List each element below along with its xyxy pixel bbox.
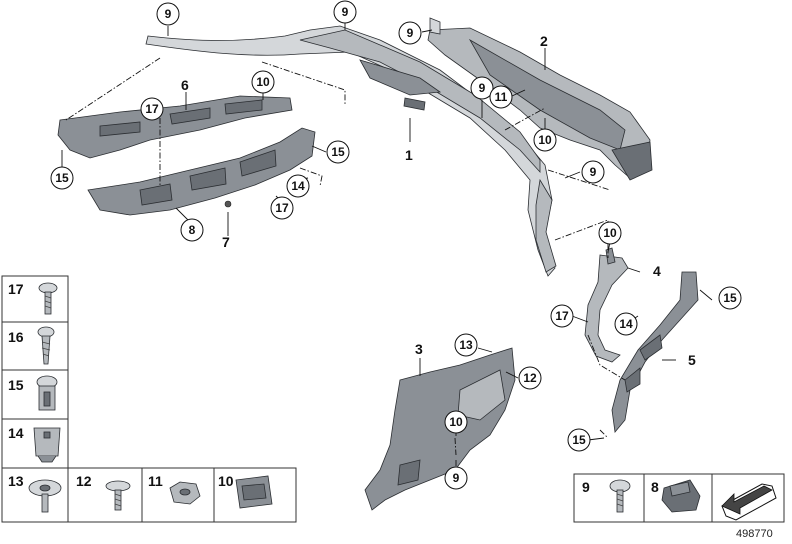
callout-9: 9 <box>333 0 357 24</box>
svg-text:14: 14 <box>291 179 305 193</box>
svg-text:17: 17 <box>145 102 159 116</box>
part-7-bracket <box>87 127 316 216</box>
clip-10-image <box>235 475 273 509</box>
callout-10: 10 <box>251 70 275 94</box>
svg-text:9: 9 <box>165 7 172 21</box>
svg-text:12: 12 <box>523 371 537 385</box>
svg-text:17: 17 <box>275 201 289 215</box>
part-5-bracket <box>611 271 699 433</box>
part-3-shield <box>364 347 516 511</box>
callout-15: 15 <box>718 286 742 310</box>
right-panel: 9 8 <box>573 473 785 523</box>
grid-label-16: 16 <box>8 329 24 345</box>
rivet-13-image <box>28 479 62 513</box>
assembly-lines <box>65 57 626 456</box>
svg-text:15: 15 <box>572 433 586 447</box>
grid-label-8: 8 <box>651 479 659 495</box>
part-1-duct <box>145 25 557 277</box>
svg-text:15: 15 <box>55 171 69 185</box>
grid-label-9: 9 <box>582 479 590 495</box>
document-id: 498770 <box>736 528 773 540</box>
svg-text:15: 15 <box>331 145 345 159</box>
svg-text:9: 9 <box>479 81 486 95</box>
svg-text:9: 9 <box>453 471 460 485</box>
svg-text:10: 10 <box>256 75 270 89</box>
part-6-bracket <box>57 95 293 159</box>
callout-9: 9 <box>444 466 468 490</box>
callout-9: 9 <box>156 2 180 26</box>
callout-17: 17 <box>270 196 294 220</box>
grid-label-15: 15 <box>8 377 24 393</box>
svg-text:15: 15 <box>723 291 737 305</box>
screw-12-image <box>105 480 131 511</box>
callout-14: 14 <box>286 174 310 198</box>
svg-text:14: 14 <box>619 317 633 331</box>
label-part-4: 4 <box>653 263 661 279</box>
label-part-5: 5 <box>688 352 696 368</box>
svg-text:9: 9 <box>407 26 414 40</box>
svg-text:13: 13 <box>459 338 473 352</box>
grid-label-14: 14 <box>8 425 24 441</box>
clip-nut-14-image <box>33 427 61 463</box>
callout-15: 15 <box>326 140 350 164</box>
part-4-bracket <box>584 247 629 363</box>
label-part-2: 2 <box>540 33 548 49</box>
callout-15: 15 <box>50 166 74 190</box>
callout-9: 9 <box>470 76 494 100</box>
label-part-7: 7 <box>222 234 230 250</box>
screw-16-image <box>37 326 55 365</box>
callout-11: 11 <box>489 85 513 109</box>
callout-12: 12 <box>518 366 542 390</box>
main-part-labels: 1 2 3 4 5 6 7 <box>181 33 696 368</box>
svg-text:9: 9 <box>590 165 597 179</box>
callout-15: 15 <box>567 428 591 452</box>
grid-label-12: 12 <box>76 473 92 489</box>
callouts: 9 9 9 9 9 9 10 10 10 10 11 17 17 17 15 1… <box>50 0 742 490</box>
callout-17: 17 <box>140 97 164 121</box>
callout-9: 9 <box>581 160 605 184</box>
callout-10: 10 <box>533 128 557 152</box>
callout-10: 10 <box>444 410 468 434</box>
callout-17: 17 <box>550 304 574 328</box>
arrow-icon <box>721 483 777 521</box>
label-part-3: 3 <box>415 341 423 357</box>
svg-text:10: 10 <box>449 415 463 429</box>
callout-9: 9 <box>398 21 422 45</box>
svg-text:8: 8 <box>189 223 196 237</box>
grid-label-10: 10 <box>218 473 234 489</box>
callout-13: 13 <box>454 333 478 357</box>
svg-text:11: 11 <box>495 90 508 104</box>
grid-label-13: 13 <box>8 473 24 489</box>
svg-text:10: 10 <box>538 133 552 147</box>
label-part-6: 6 <box>181 77 189 93</box>
screw-9-image <box>609 479 631 513</box>
svg-text:10: 10 <box>603 226 617 240</box>
callout-14: 14 <box>614 312 638 336</box>
grid-label-17: 17 <box>8 281 24 297</box>
grid-label-11: 11 <box>148 473 163 489</box>
part-2-duct <box>427 17 653 181</box>
screw-17-image <box>38 282 58 315</box>
nut-11-image <box>169 481 201 505</box>
svg-text:17: 17 <box>555 309 569 323</box>
callout-10: 10 <box>598 221 622 245</box>
clip-nut-15-image <box>36 375 58 411</box>
svg-text:9: 9 <box>342 5 349 19</box>
callout-8: 8 <box>180 218 204 242</box>
clip-8-image <box>661 479 701 513</box>
fastener-grid: 17 16 15 14 13 12 11 10 <box>1 275 297 523</box>
label-part-1: 1 <box>405 147 413 163</box>
